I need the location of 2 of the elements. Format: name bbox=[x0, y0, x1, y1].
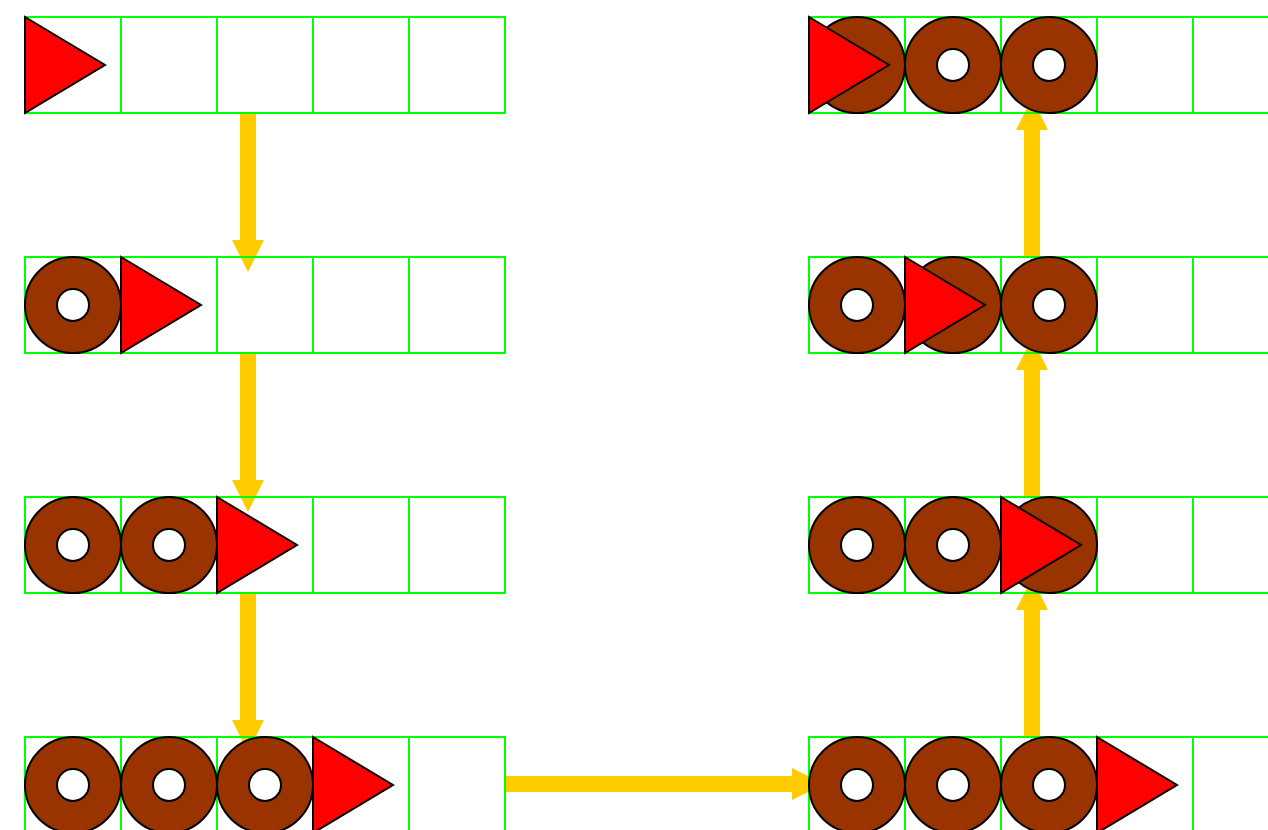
arrow bbox=[232, 114, 264, 272]
arrow bbox=[232, 354, 264, 512]
